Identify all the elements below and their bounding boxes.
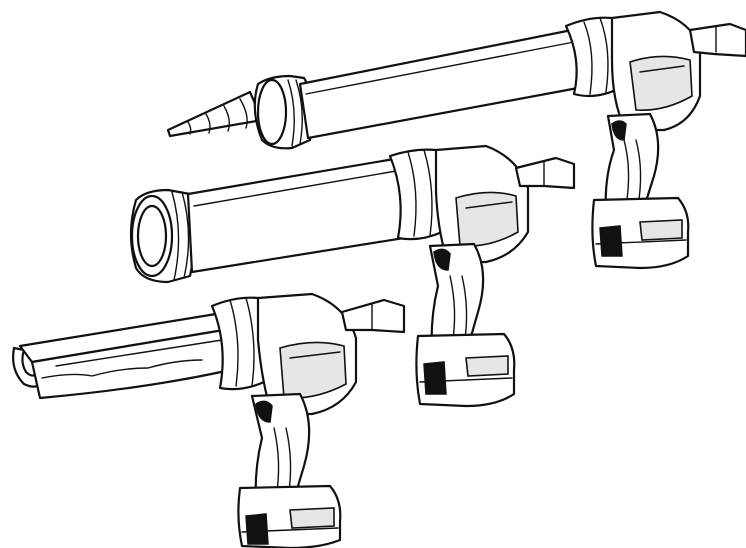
nozzle-icon (166, 90, 264, 138)
cartridge-gun-long-tube (166, 10, 746, 270)
cartridge-gun-medium-tube (129, 144, 576, 408)
cartridge-gun-open-frame (12, 292, 406, 548)
